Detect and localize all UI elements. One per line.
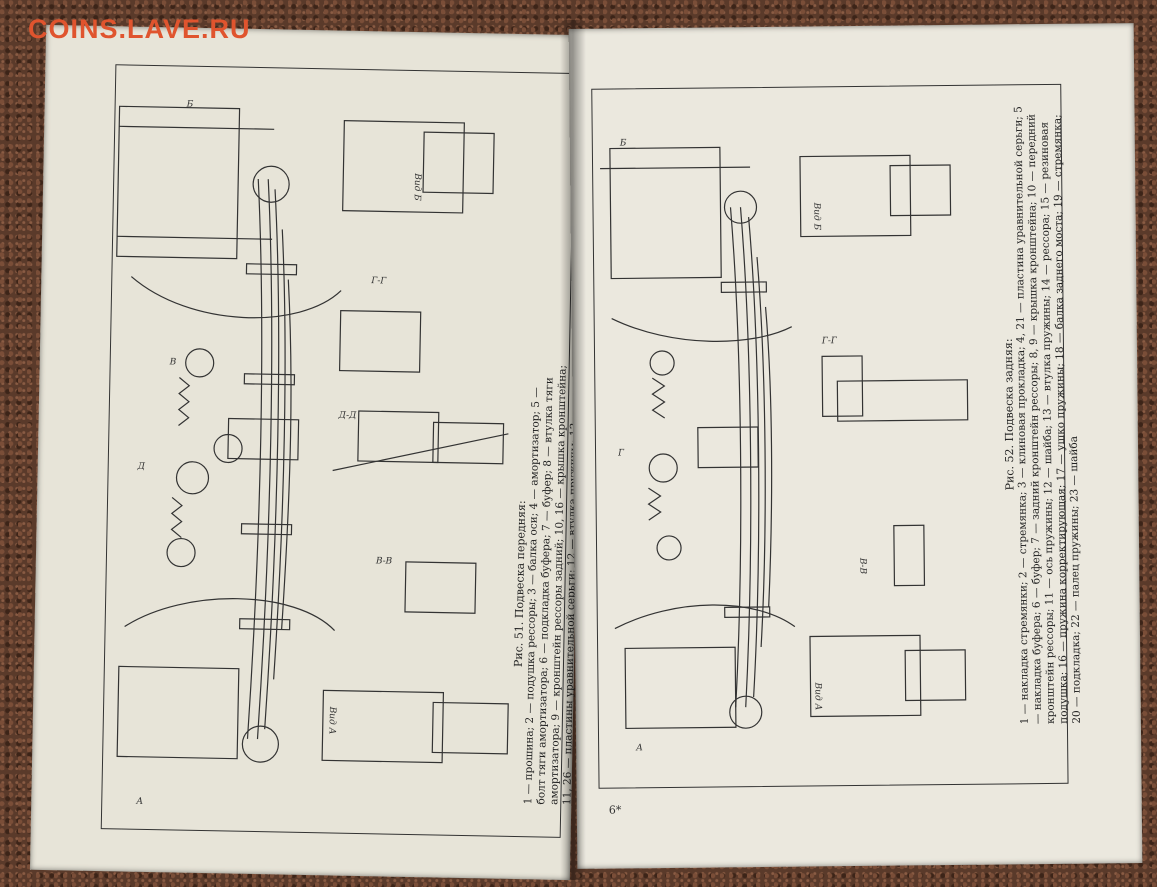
label-g-g-right: Г-Г — [821, 336, 837, 347]
right-page: Б Вид Б Г-Г В-В Вид А А Г Рис. 52. Подве… — [568, 23, 1143, 869]
book-spine — [560, 20, 586, 880]
label-view-a-right: Вид А — [812, 682, 823, 711]
label-d-arrow: Д — [137, 461, 146, 472]
label-d-d: Д-Д — [338, 410, 357, 421]
label-view-b-right: Вид Б — [811, 202, 822, 231]
rear-suspension-drawing — [600, 146, 969, 730]
label-a-arrow-right: А — [636, 743, 644, 754]
watermark: COINS.LAVE.RU — [28, 14, 251, 44]
label-view-a: Вид А — [326, 706, 338, 735]
page-number: 6* — [608, 803, 622, 817]
label-b-arrow-right: Б — [619, 138, 627, 149]
left-page: Б Вид Б Г-Г Д-Д В-В Вид А А В Д Рис. 51.… — [29, 24, 619, 881]
label-v-v: В-В — [375, 556, 393, 567]
right-figure-legend: 1 — накладка стремянки; 2 — стремянка; 3… — [1012, 106, 1083, 725]
front-suspension-drawing — [116, 105, 509, 764]
label-view-b: Вид Б — [411, 173, 423, 201]
right-figure-caption: Рис. 52. Подвеска задняя: 1 — накладка с… — [999, 104, 1083, 725]
label-b-arrow: Б — [186, 99, 194, 110]
label-g-arrow-right: Г — [618, 448, 625, 459]
label-v-v-right: В-В — [857, 557, 868, 575]
label-g-g: Г-Г — [371, 276, 387, 287]
label-a-arrow: А — [136, 796, 144, 807]
label-v-arrow: В — [169, 357, 177, 368]
